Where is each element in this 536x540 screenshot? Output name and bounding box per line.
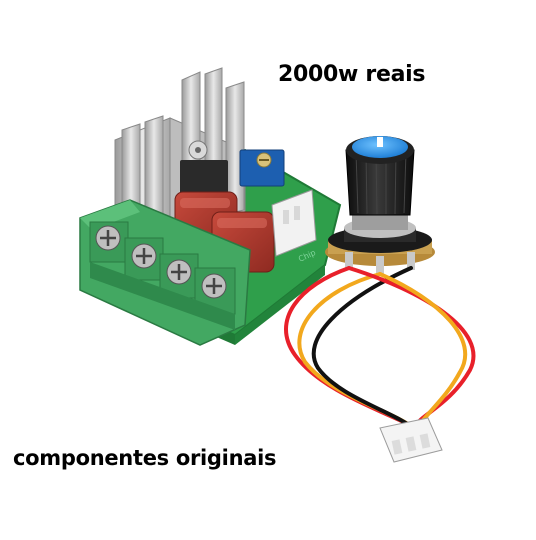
- wire-harness: [284, 266, 476, 431]
- terminal-screw-1: [89, 221, 129, 263]
- screw-terminal-block: [79, 199, 251, 346]
- terminal-screw-2: [124, 237, 164, 281]
- caption-original-components: componentes originais: [13, 446, 277, 470]
- board-connector: [271, 189, 317, 257]
- caption-power-rating: 2000w reais: [278, 62, 426, 87]
- wire-connector: [379, 417, 443, 463]
- potentiometer-knob: [325, 136, 435, 274]
- trimmer-potentiometer: [239, 149, 285, 187]
